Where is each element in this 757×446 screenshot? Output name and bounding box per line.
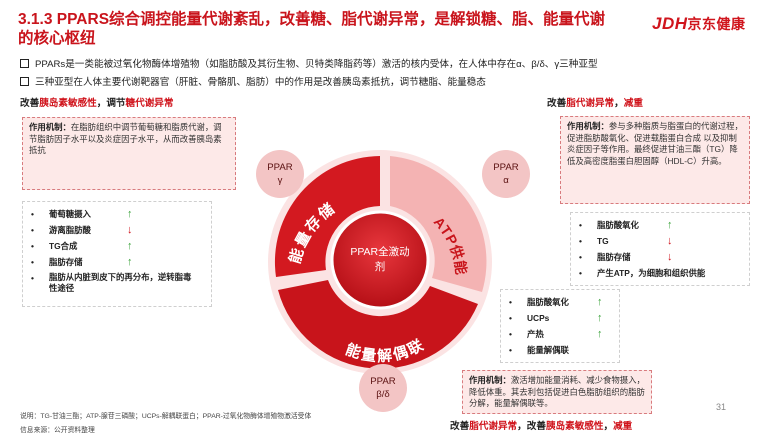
square-bullet-icon: [20, 77, 29, 86]
title-line-2: 的核心枢纽: [18, 30, 96, 47]
ppar-ring-diagram: PPAR全激动 剂 能量存储 ATP供能 能量解偶联: [268, 150, 492, 374]
mechanism-text: 在脂肪组织中调节葡萄糖和脂质代谢，调节脂肪因子水平以及炎症因子水平，从而改善胰岛…: [29, 122, 222, 155]
square-bullet-icon: [20, 59, 29, 68]
arrow-up-icon: ↑: [597, 328, 603, 340]
arrow-up-icon: ↑: [597, 296, 603, 308]
circle-subtype: β/δ: [376, 389, 390, 400]
center-circle: [330, 210, 430, 310]
list-item: •脂肪酸氧化↑: [579, 219, 673, 231]
list-item: •葡萄糖摄入↑: [31, 208, 133, 220]
storage-segment: [274, 156, 380, 277]
list-item: •游离脂肪酸↓: [31, 224, 133, 236]
alpha-mechanism-box: 作用机制：参与多种脂质与脂蛋白的代谢过程，促进脂肪酸氧化、促进载脂蛋白合成 以及…: [560, 116, 750, 204]
beta-effects-list: •脂肪酸氧化↑ •UCPs↑ •产热↑ •能量解偶联: [500, 289, 620, 363]
arrow-up-icon: ↑: [127, 256, 133, 268]
center-label-2: 剂: [375, 260, 386, 273]
mechanism-label: 作用机制：: [29, 122, 71, 132]
list-item: •TG↓: [579, 235, 673, 247]
mechanism-label: 作用机制：: [469, 375, 511, 385]
headline-highlight: 胰岛素敏感性: [39, 98, 97, 109]
headline-highlight: 减重: [623, 98, 643, 109]
uncoupling-segment: [278, 280, 478, 369]
list-item: •脂肪从内脏到皮下的再分布，逆转脂毒性途径: [31, 272, 192, 293]
mechanism-label: 作用机制：: [567, 121, 609, 131]
bullet-2: 三种亚型在人体主要代谢靶器官（肝脏、骨骼肌、脂肪）中的作用是改善胰岛素抵抗，调节…: [20, 74, 486, 88]
center-label-1: PPAR全激动: [350, 245, 409, 258]
footer-notes: 说明：TG-甘油三酯；ATP-腺苷三磷酸；UCPs-解耦联蛋白；PPAR-过氧化…: [20, 413, 312, 420]
arrow-up-icon: ↑: [127, 208, 133, 220]
bullet-1: PPARs是一类能被过氧化物酶体增殖物（如脂肪酸及其衍生物、贝特类降脂药等）激活…: [20, 56, 598, 70]
arrow-up-icon: ↑: [127, 240, 133, 252]
gamma-mechanism-box: 作用机制：在脂肪组织中调节葡萄糖和脂质代谢，调节脂肪因子水平以及炎症因子水平，从…: [22, 117, 236, 190]
headline-beta: 改善脂代谢异常，改善胰岛素敏感性，减重: [450, 421, 633, 432]
logo-cn: 京东健康: [687, 16, 746, 32]
alpha-effects-list: •脂肪酸氧化↑ •TG↓ •脂肪存储↓ •产生ATP，为细胞和组织供能: [570, 212, 750, 286]
arrow-down-icon: ↓: [127, 224, 133, 236]
list-item: •脂肪存储↓: [579, 251, 673, 263]
footer-source: 信息来源：公开资料整理: [20, 427, 95, 434]
list-item: •产生ATP，为细胞和组织供能: [579, 268, 706, 278]
headline-highlight: 糖代谢异常: [125, 98, 174, 109]
bullet-1-text: PPARs是一类能被过氧化物酶体增殖物（如脂肪酸及其衍生物、贝特类降脂药等）激活…: [35, 59, 598, 70]
headline-highlight: 脂代谢异常: [566, 98, 615, 109]
ppar-gamma-circle: PPAR γ: [256, 150, 304, 198]
headline-text: ，: [614, 98, 624, 109]
circle-label: PPAR: [267, 162, 293, 173]
headline-text: 改善: [547, 98, 567, 109]
page-number: 31: [716, 402, 727, 412]
arrow-up-icon: ↑: [597, 312, 603, 324]
list-item: •脂肪存储↑: [31, 256, 133, 268]
gamma-effects-list: •葡萄糖摄入↑ •游离脂肪酸↓ •TG合成↑ •脂肪存储↑ •脂肪从内脏到皮下的…: [22, 201, 212, 307]
ppar-alpha-circle: PPAR α: [482, 150, 530, 198]
arrow-up-icon: ↑: [667, 219, 673, 231]
mechanism-text: 激活增加能量消耗、减少食物摄入，降低体重。其去利包括促进白色脂肪组织的脂肪分解，…: [469, 375, 645, 408]
bullet-2-text: 三种亚型在人体主要代谢靶器官（肝脏、骨骼肌、脂肪）中的作用是改善胰岛素抵抗，调节…: [35, 77, 486, 88]
circle-label: PPAR: [370, 376, 396, 387]
mechanism-text: 参与多种脂质与脂蛋白的代谢过程，促进脂肪酸氧化、促进载脂蛋白合成 以及抑制炎症因…: [567, 121, 743, 166]
ppar-beta-circle: PPAR β/δ: [359, 364, 407, 412]
headline-gamma: 改善胰岛素敏感性，调节糖代谢异常: [20, 95, 174, 109]
list-item: •产热↑: [509, 328, 603, 340]
arrow-down-icon: ↓: [667, 235, 673, 247]
arrow-down-icon: ↓: [667, 251, 673, 263]
title-line-1: 3.1.3 PPARS综合调控能量代谢紊乱，改善糖、脂代谢异常，是解锁糖、脂、能…: [18, 11, 606, 28]
list-item: •UCPs↑: [509, 312, 603, 324]
page-title: 3.1.3 PPARS综合调控能量代谢紊乱，改善糖、脂代谢异常，是解锁糖、脂、能…: [18, 10, 618, 48]
circle-label: PPAR: [493, 162, 519, 173]
logo-latin: JDH: [652, 14, 688, 33]
atp-segment: [390, 156, 487, 292]
headline-text: ，调节: [96, 98, 126, 109]
list-item: •脂肪酸氧化↑: [509, 296, 603, 308]
circle-subtype: γ: [277, 175, 283, 186]
headline-text: 改善: [20, 98, 40, 109]
headline-alpha: 改善脂代谢异常，减重: [547, 95, 643, 109]
list-item: •TG合成↑: [31, 240, 133, 252]
list-item: •能量解偶联: [509, 345, 569, 355]
jdh-logo: JDH京东健康: [652, 14, 746, 34]
circle-subtype: α: [503, 175, 509, 186]
beta-mechanism-box: 作用机制：激活增加能量消耗、减少食物摄入，降低体重。其去利包括促进白色脂肪组织的…: [462, 370, 652, 414]
